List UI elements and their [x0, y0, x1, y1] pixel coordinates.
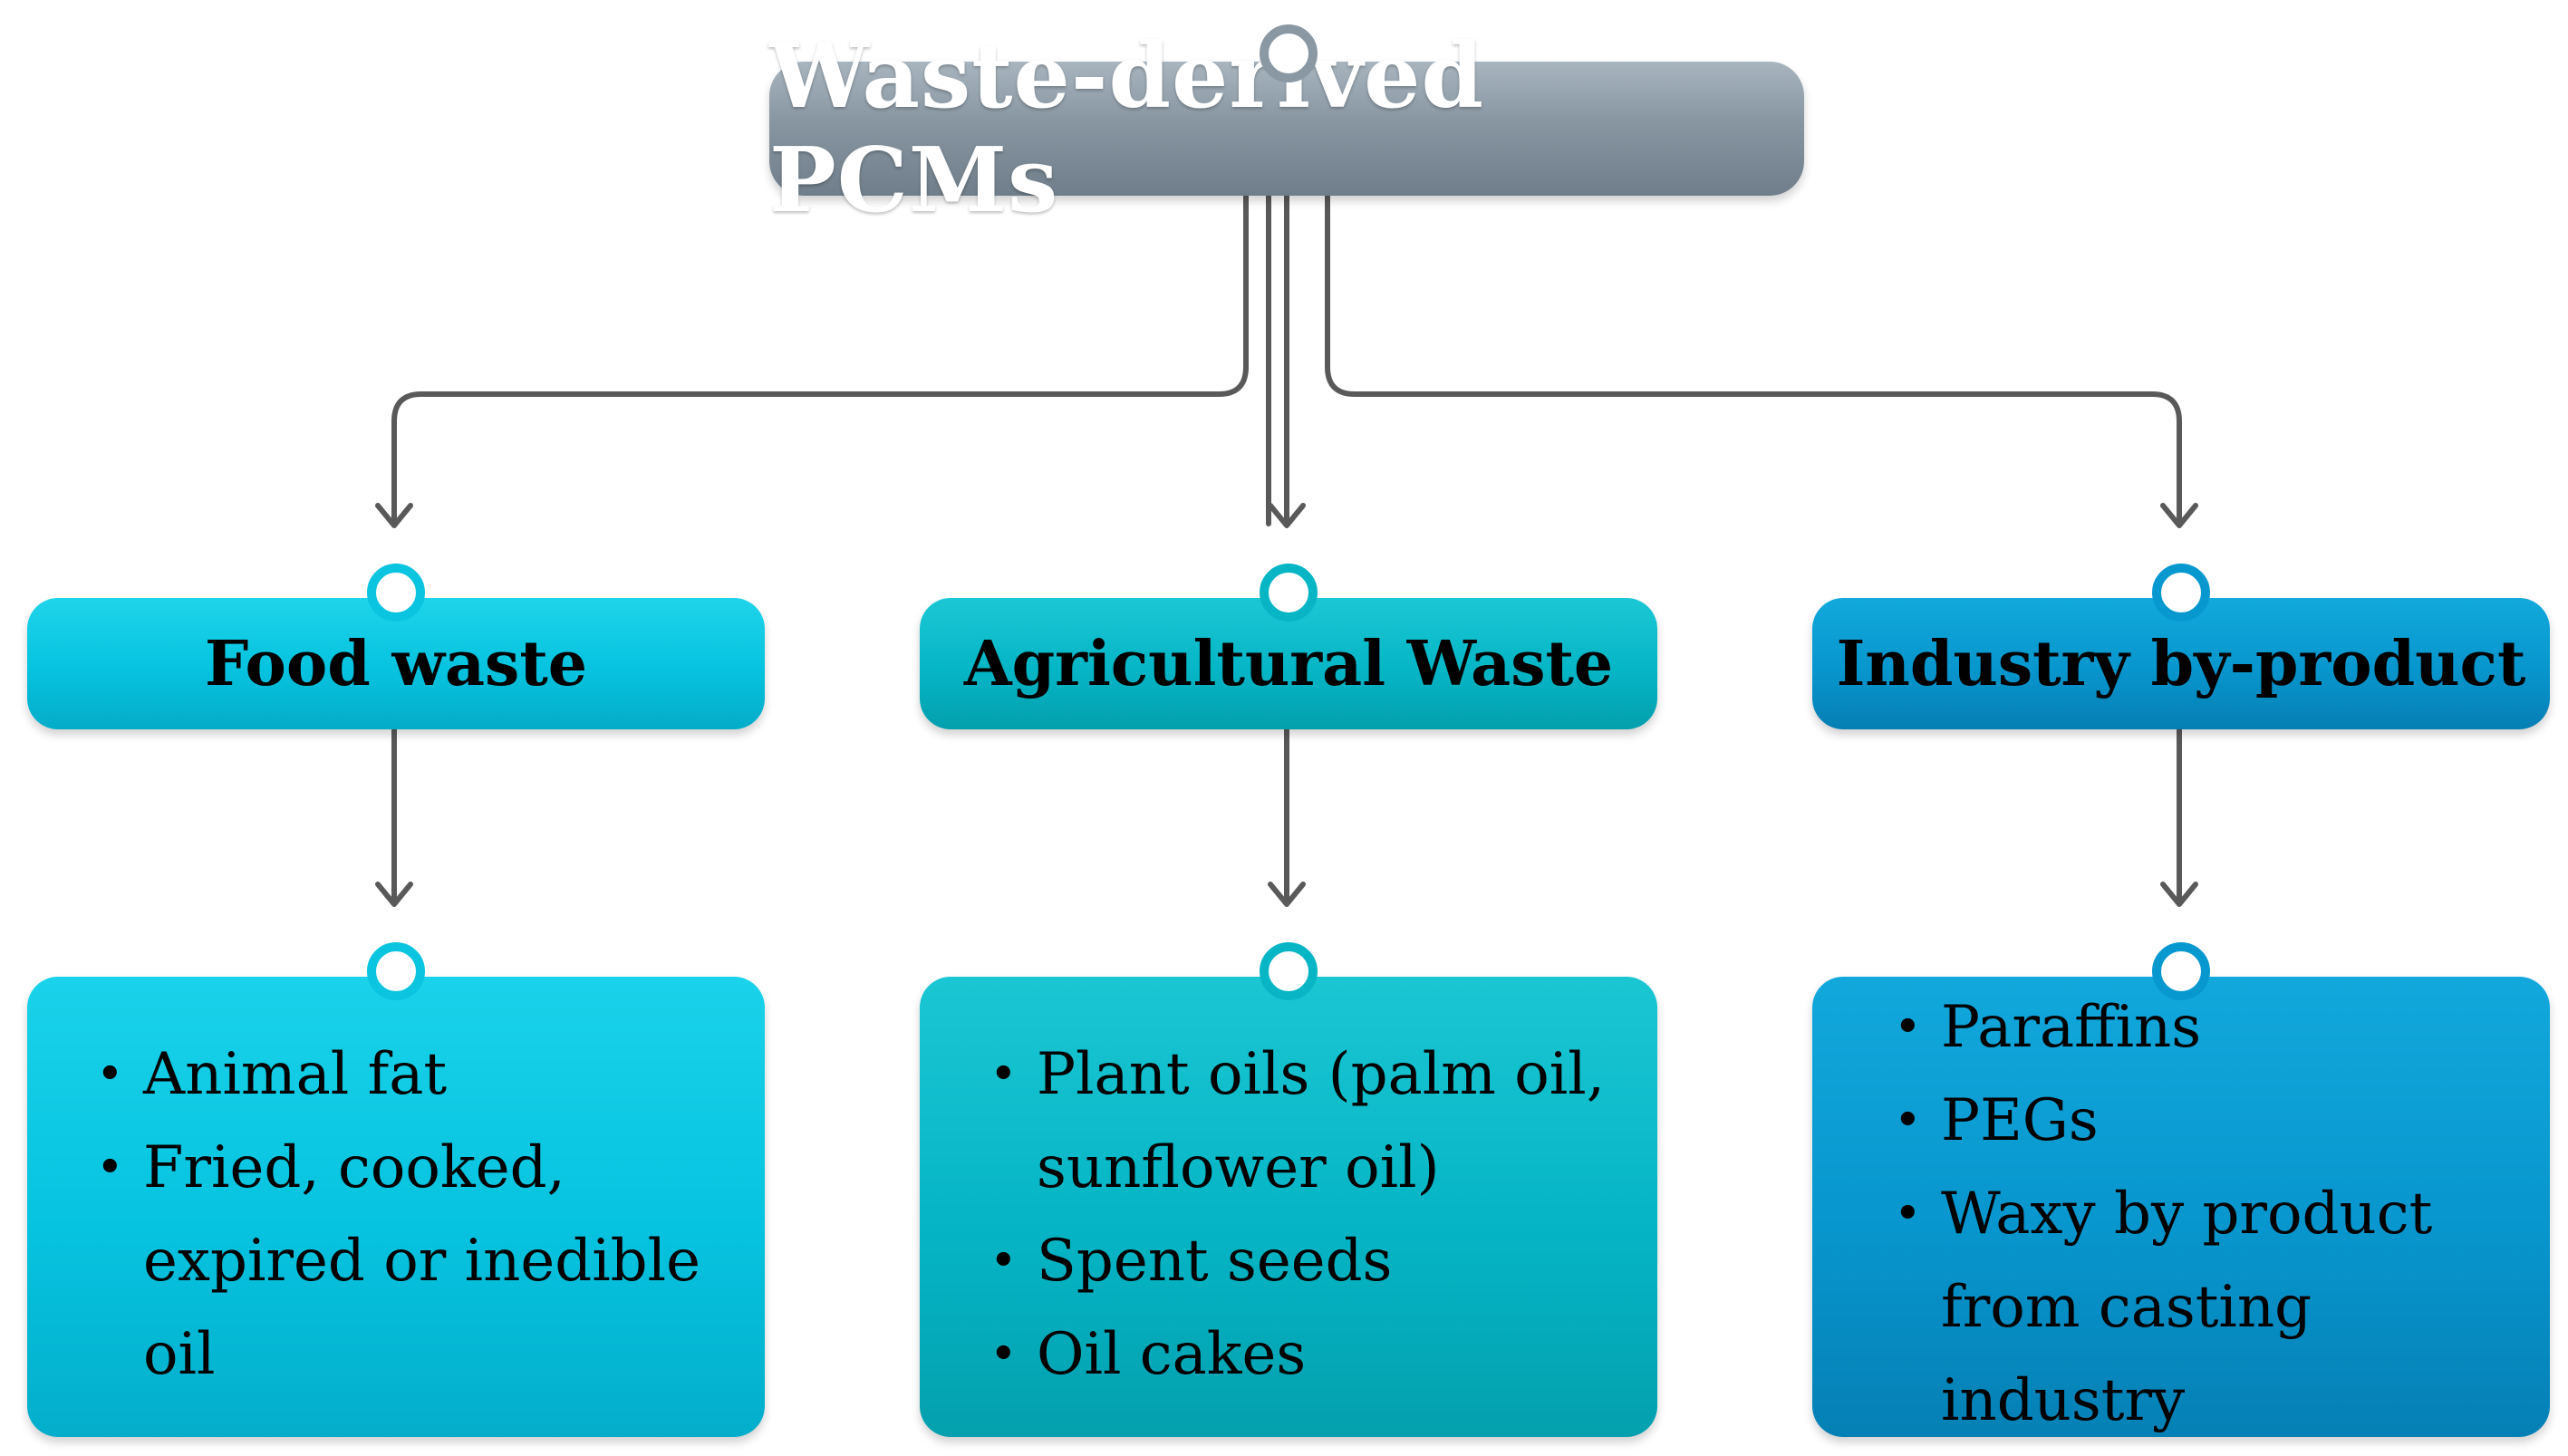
agricultural-waste-item-list: Plant oils (palm oil, sunflower oil) Spen…: [990, 1028, 1605, 1402]
category-label: Industry by-product: [1836, 627, 2526, 700]
list-item-text-continued: expired or inedible: [143, 1228, 700, 1295]
list-item-text: Plant oils (palm oil,: [1037, 1041, 1606, 1108]
category-agricultural-waste: Agricultural Waste: [920, 598, 1657, 729]
agricultural-category-knob: [1260, 564, 1318, 622]
food-items-knob: [367, 942, 425, 1000]
list-item: Animal fat: [96, 1028, 700, 1122]
list-item-text-continued: from casting: [1941, 1274, 2312, 1341]
category-label: Food waste: [204, 627, 588, 700]
list-item-text-continued: sunflower oil): [1037, 1134, 1440, 1201]
root-title: Waste-derived PCMs: [769, 24, 1485, 233]
list-item-text: Fried, cooked,: [143, 1134, 565, 1201]
list-item-text: Spent seeds: [1037, 1228, 1393, 1295]
arrowhead-food-items: [375, 882, 413, 907]
arrowhead-agri: [1268, 503, 1306, 528]
list-item-text: Oil cakes: [1037, 1321, 1307, 1388]
food-category-knob: [367, 564, 425, 622]
root-connector-knob: [1260, 24, 1318, 82]
industry-by-product-item-list: Paraffins PEGs Waxy by product from casti…: [1894, 981, 2432, 1448]
list-item-text: PEGs: [1941, 1087, 2099, 1154]
list-item: Paraffins: [1894, 981, 2432, 1075]
list-item: Waxy by product from casting industry: [1894, 1168, 2432, 1448]
list-item: Oil cakes: [990, 1308, 1605, 1402]
food-waste-item-list: Animal fat Fried, cooked, expired or ined…: [96, 1028, 700, 1402]
list-item: Plant oils (palm oil, sunflower oil): [990, 1028, 1605, 1215]
connector-root-to-food: [391, 193, 1249, 526]
list-item-text-continued: industry: [1941, 1367, 2186, 1434]
agricultural-items-knob: [1260, 942, 1318, 1000]
list-item-text-continued: oil: [143, 1321, 216, 1388]
arrowhead-agri-items: [1268, 882, 1306, 907]
list-item-text: Animal fat: [143, 1041, 448, 1108]
arrowhead-food: [375, 503, 413, 528]
category-industry-by-product: Industry by-product: [1812, 598, 2550, 729]
list-item: PEGs: [1894, 1075, 2432, 1168]
list-item: Spent seeds: [990, 1215, 1605, 1308]
connector-root-to-industry: [1325, 193, 2182, 526]
category-label: Agricultural Waste: [963, 627, 1614, 700]
arrowhead-industry: [2160, 503, 2198, 528]
list-item-text: Paraffins: [1941, 994, 2202, 1061]
list-item: Fried, cooked, expired or inedible oil: [96, 1122, 700, 1402]
list-item-text: Waxy by product: [1941, 1181, 2433, 1248]
root-node: Waste-derived PCMs: [769, 24, 1804, 233]
arrowhead-industry-items: [2160, 882, 2198, 907]
industry-category-knob: [2152, 564, 2210, 622]
